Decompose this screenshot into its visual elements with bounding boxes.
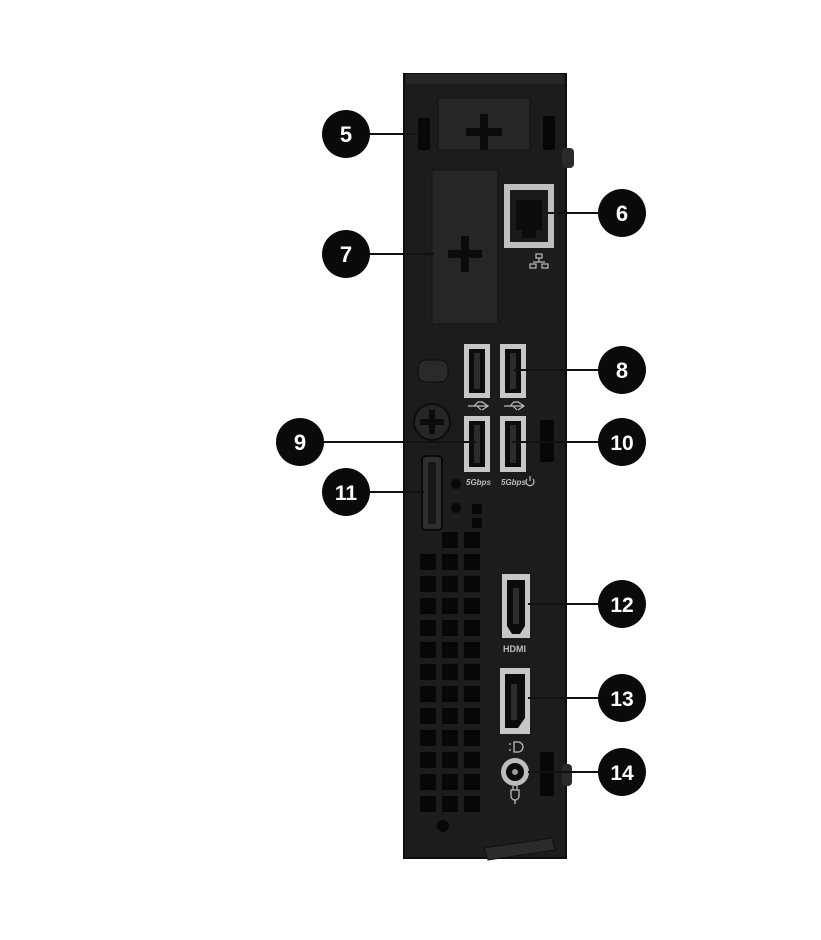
usb-port-top-right [500,344,526,398]
callout-13: 13 [598,674,646,722]
callout-8: 8 [598,346,646,394]
vent-slot [464,664,480,680]
vent-slot [464,532,480,548]
callout-label-12: 12 [610,594,633,617]
callout-label-10: 10 [610,432,633,455]
callout-label-8: 8 [616,358,628,383]
callout-label-14: 14 [610,762,634,785]
callout-label-5: 5 [340,122,352,147]
displayport-port [500,668,530,734]
power-plug-icon [510,786,520,804]
vent-slot [420,598,436,614]
top-expansion-cover [418,97,555,151]
hdmi-label: HDMI [503,644,526,654]
ventilation-grille [420,504,482,812]
io-knockout-panel [431,169,499,325]
callout-7: 7 [322,230,370,278]
callout-10: 10 [598,418,646,466]
callout-6: 6 [598,189,646,237]
vent-slot [442,686,458,702]
callout-label-9: 9 [294,430,306,455]
vent-slot [442,620,458,636]
usb-icon [468,401,526,411]
vent-slot [442,576,458,592]
vent-slot [420,642,436,658]
callout-14: 14 [598,748,646,796]
callout-label-13: 13 [610,688,633,711]
vent-slot [420,708,436,724]
ethernet-port [504,184,554,248]
callout-11: 11 [322,468,370,516]
vent-slot [442,796,458,812]
usb-speed-label-right: 5Gbps [501,478,526,487]
vent-slot [420,796,436,812]
vent-slot [442,642,458,658]
callout-label-11: 11 [335,482,358,505]
vent-slot [464,642,480,658]
side-slot-lower [540,752,554,796]
vent-slot [464,752,480,768]
vent-slot [420,730,436,746]
vent-slot [420,576,436,592]
power-button-icon [525,476,535,487]
callout-5: 5 [322,110,370,158]
vent-slot [464,774,480,790]
callout-9: 9 [276,418,324,466]
usb-port-bottom-right [500,416,526,472]
vent-slot [420,774,436,790]
usb-port-bottom-left [464,416,490,472]
bottom-screw-hole [437,820,449,832]
vent-slot [420,686,436,702]
vent-slot [420,554,436,570]
network-icon [529,253,549,269]
security-hole-2 [451,503,461,513]
security-hole-1 [451,479,461,489]
vent-slot [464,620,480,636]
vent-slot [442,598,458,614]
usb-port-top-left [464,344,490,398]
vent-slot [464,576,480,592]
hdmi-port [502,574,530,638]
thumb-screw [413,403,451,441]
vent-slot [464,796,480,812]
vent-slot [442,664,458,680]
power-jack [501,758,529,786]
vent-slot [472,504,482,514]
vent-slot [442,752,458,768]
vent-slot [464,686,480,702]
vent-slot [442,730,458,746]
callout-label-6: 6 [616,201,628,226]
usb-speed-label-left: 5Gbps [466,478,491,487]
vent-slot [442,532,458,548]
vent-slot [464,598,480,614]
vent-slot [464,730,480,746]
vent-slot [420,664,436,680]
vent-slot [420,620,436,636]
callout-label-7: 7 [340,242,352,267]
vent-slot [464,708,480,724]
vent-slot [442,708,458,724]
vent-slot [420,752,436,768]
vent-slot [442,554,458,570]
vent-slot [472,518,482,528]
cable-clip [417,359,449,383]
padlock-loop [421,455,443,531]
callout-12: 12 [598,580,646,628]
vent-slot [464,554,480,570]
vent-slot [442,774,458,790]
displayport-icon [509,741,524,753]
